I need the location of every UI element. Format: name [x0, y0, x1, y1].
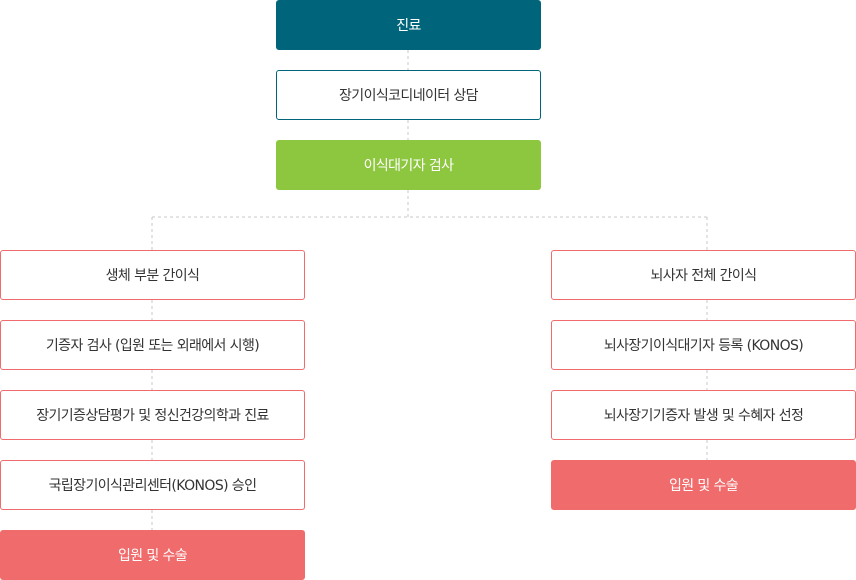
node-treatment-label: 진료 [396, 18, 421, 34]
node-recipient-test: 이식대기자 검사 [276, 140, 541, 190]
node-left-step-4-label: 국립장기이식관리센터(KONOS) 승인 [48, 478, 257, 494]
node-right-admission-surgery-label: 입원 및 수술 [668, 478, 739, 494]
node-left-step-2-label: 기증자 검사 (입원 또는 외래에서 시행) [45, 338, 260, 354]
node-left-step-3-label: 장기기증상담평가 및 정신건강의학과 진료 [36, 408, 269, 424]
node-left-admission-surgery: 입원 및 수술 [0, 530, 305, 580]
node-left-step-3: 장기기증상담평가 및 정신건강의학과 진료 [0, 390, 305, 440]
node-right-step-2-label: 뇌사장기이식대기자 등록 (KONOS) [603, 338, 804, 354]
node-right-step-3: 뇌사장기기증자 발생 및 수혜자 선정 [551, 390, 856, 440]
node-left-step-1-label: 생체 부분 간이식 [105, 268, 200, 284]
node-right-step-1: 뇌사자 전체 간이식 [551, 250, 856, 300]
node-right-step-1-label: 뇌사자 전체 간이식 [650, 268, 758, 284]
node-left-step-2: 기증자 검사 (입원 또는 외래에서 시행) [0, 320, 305, 370]
node-left-admission-surgery-label: 입원 및 수술 [117, 548, 188, 564]
node-treatment: 진료 [276, 0, 541, 50]
node-right-step-3-label: 뇌사장기기증자 발생 및 수혜자 선정 [603, 408, 804, 424]
node-coordinator-consult-label: 장기이식코디네이터 상담 [339, 88, 479, 104]
node-coordinator-consult: 장기이식코디네이터 상담 [276, 70, 541, 120]
node-right-step-2: 뇌사장기이식대기자 등록 (KONOS) [551, 320, 856, 370]
node-left-step-1: 생체 부분 간이식 [0, 250, 305, 300]
node-left-step-4: 국립장기이식관리센터(KONOS) 승인 [0, 460, 305, 510]
node-right-admission-surgery: 입원 및 수술 [551, 460, 856, 510]
node-recipient-test-label: 이식대기자 검사 [363, 158, 454, 174]
